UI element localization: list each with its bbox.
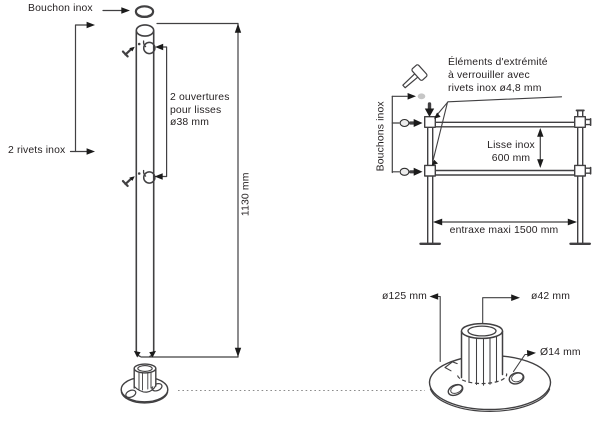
post-cap-icon xyxy=(134,5,155,19)
openings-label-line2: pour lisses xyxy=(170,104,222,116)
hammer-icon xyxy=(402,64,428,89)
plate-diameter-label: ø125 mm xyxy=(382,291,427,302)
lower-rail-opening xyxy=(137,169,156,184)
rivet-icon xyxy=(121,176,135,187)
hammer-down-arrow xyxy=(424,102,435,117)
height-dimension-label: 1130 mm xyxy=(240,172,252,217)
openings-label-line3: ø38 mm xyxy=(170,117,210,129)
caps-bracket xyxy=(391,93,426,176)
caps-label: Bouchons inox xyxy=(375,101,387,172)
spacing-dimension-label: entraxe maxi 1500 mm xyxy=(449,225,559,236)
socket-diameter-leader xyxy=(482,294,520,325)
large-base-flange xyxy=(428,322,552,412)
rivets-bracket xyxy=(69,21,95,155)
rail-dimension-label: Lisse inox 600 mm xyxy=(471,140,551,165)
rail-dimension-line1: Lisse inox xyxy=(487,140,535,151)
railing-drawing xyxy=(419,109,592,245)
cap-leader-arrow xyxy=(102,7,130,14)
rail-dimension-line2: 600 mm xyxy=(491,152,531,164)
end-elements-line3: rivets inox ø4,8 mm xyxy=(448,83,542,95)
socket-diameter-label: ø42 mm xyxy=(531,291,571,302)
openings-label: 2 ouvertures pour lisses ø38 mm xyxy=(170,92,230,130)
openings-bracket xyxy=(154,43,168,180)
end-elements-leaders xyxy=(431,96,563,166)
rail-spacing-dimension xyxy=(537,128,544,168)
plate-diameter-leader xyxy=(429,293,441,363)
entraxe-dimension xyxy=(433,218,577,226)
height-dimension xyxy=(133,22,242,358)
upper-rail-opening xyxy=(137,40,156,55)
cap-label: Bouchon inox xyxy=(28,3,93,14)
hole-diameter-leader xyxy=(512,350,536,373)
openings-label-line1: 2 ouvertures xyxy=(170,92,230,103)
end-elements-note: Éléments d'extrémité à verrouiller avec … xyxy=(448,56,548,96)
end-elements-line2: à verrouiller avec xyxy=(448,70,530,82)
small-base-flange xyxy=(120,363,169,404)
hole-diameter-label: Ø14 mm xyxy=(540,347,581,358)
end-elements-line1: Éléments d'extrémité xyxy=(448,57,548,68)
rivet-icon xyxy=(121,46,135,58)
post-tube xyxy=(135,24,155,358)
rivets-label: 2 rivets inox xyxy=(8,145,66,156)
